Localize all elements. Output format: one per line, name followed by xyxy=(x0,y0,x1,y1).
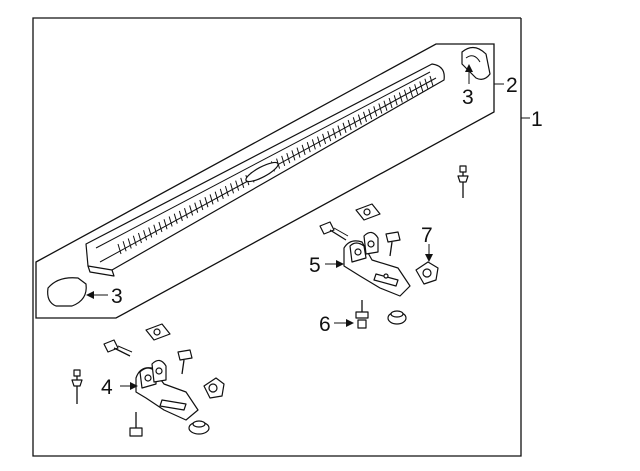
step-pad-rib xyxy=(347,119,352,131)
step-pad-rib xyxy=(352,117,357,128)
screw-4 xyxy=(177,349,193,375)
step-pad-rib xyxy=(291,150,296,161)
bolt-4-bottom xyxy=(129,412,143,437)
clip-nut-5 xyxy=(355,203,381,221)
step-pad-rib xyxy=(414,84,419,95)
step-pad-rib xyxy=(429,75,434,87)
step-pad-rib xyxy=(127,238,132,249)
step-pad-rib xyxy=(363,111,367,122)
clip-nut-4 xyxy=(145,323,171,341)
step-pad-rib xyxy=(419,81,424,92)
step-pad-rib xyxy=(230,183,235,194)
callout-4: 4 xyxy=(101,376,113,399)
nut-4-bottom xyxy=(188,420,210,435)
step-pad-rib xyxy=(398,92,403,103)
bolt-4 xyxy=(103,339,133,357)
end-cap-left xyxy=(47,277,87,307)
step-pad-rib xyxy=(357,114,362,125)
callout-7: 7 xyxy=(421,224,433,247)
step-pad-rib xyxy=(209,194,214,205)
step-pad xyxy=(85,63,445,277)
callout-2: 2 xyxy=(506,74,518,97)
step-pad-rib xyxy=(158,221,163,233)
screw-5 xyxy=(385,231,401,257)
step-pad-rib xyxy=(322,133,327,144)
step-pad-rib xyxy=(383,100,388,111)
step-pad-rib xyxy=(178,210,183,222)
step-pad-rib xyxy=(153,224,158,235)
leaders xyxy=(86,64,473,390)
step-pad-outline xyxy=(35,43,495,319)
nut-6 xyxy=(387,310,407,325)
step-pad-rib xyxy=(306,141,311,153)
step-pad-rib xyxy=(224,186,229,197)
step-pad-rib xyxy=(240,177,245,189)
step-pad-rib xyxy=(378,103,383,114)
nut-7 xyxy=(415,261,439,285)
step-pad-rib xyxy=(373,106,378,117)
step-pad-rib xyxy=(117,243,122,255)
step-pad-rib xyxy=(388,97,393,109)
step-pad-rib xyxy=(173,213,178,224)
step-pad-rib xyxy=(189,205,194,216)
bolt-6 xyxy=(355,300,369,329)
step-pad-rib xyxy=(219,188,224,200)
step-pad-rib xyxy=(403,89,408,100)
step-pad-rib xyxy=(368,108,373,120)
callout-3-left: 3 xyxy=(111,285,123,308)
step-pad-rib xyxy=(409,86,414,98)
step-pad-rib xyxy=(316,136,321,147)
step-pad-rib xyxy=(184,208,188,219)
push-pin-left xyxy=(71,369,83,404)
nut-4 xyxy=(203,377,225,399)
callout-5: 5 xyxy=(309,254,321,277)
step-pad-rib xyxy=(327,130,332,142)
step-pad-rib xyxy=(393,95,398,106)
bracket-4 xyxy=(135,359,199,421)
bracket-5 xyxy=(343,231,411,297)
step-pad-rib xyxy=(204,197,209,208)
step-pad-rib xyxy=(286,152,291,164)
step-pad-rib xyxy=(137,232,142,244)
callout-6: 6 xyxy=(319,313,331,336)
step-pad-rib xyxy=(342,122,347,133)
step-pad-rib xyxy=(122,241,127,252)
step-pad-rib xyxy=(163,219,168,230)
step-pad-rib xyxy=(214,191,219,202)
step-pad-rib xyxy=(311,139,316,150)
step-pad-rib xyxy=(168,216,173,227)
bolt-5 xyxy=(319,221,349,241)
step-pad-rib xyxy=(148,227,153,238)
step-pad-rib xyxy=(132,235,137,246)
assembly-frame xyxy=(32,17,522,457)
step-pad-rib xyxy=(296,147,301,158)
step-pad-rib xyxy=(143,230,148,241)
step-pad-rib xyxy=(424,78,429,89)
step-pad-rib xyxy=(281,155,286,167)
end-cap-right xyxy=(461,46,491,80)
step-pad-rib xyxy=(235,180,240,191)
step-pad-rib xyxy=(332,128,337,139)
step-pad-rib xyxy=(199,199,204,211)
step-pad-rib xyxy=(301,144,306,155)
step-pad-rib xyxy=(194,202,199,213)
step-pad-rib xyxy=(337,125,342,136)
push-pin-right xyxy=(457,165,469,198)
callout-3-top: 3 xyxy=(462,86,474,109)
callout-1: 1 xyxy=(531,108,543,131)
